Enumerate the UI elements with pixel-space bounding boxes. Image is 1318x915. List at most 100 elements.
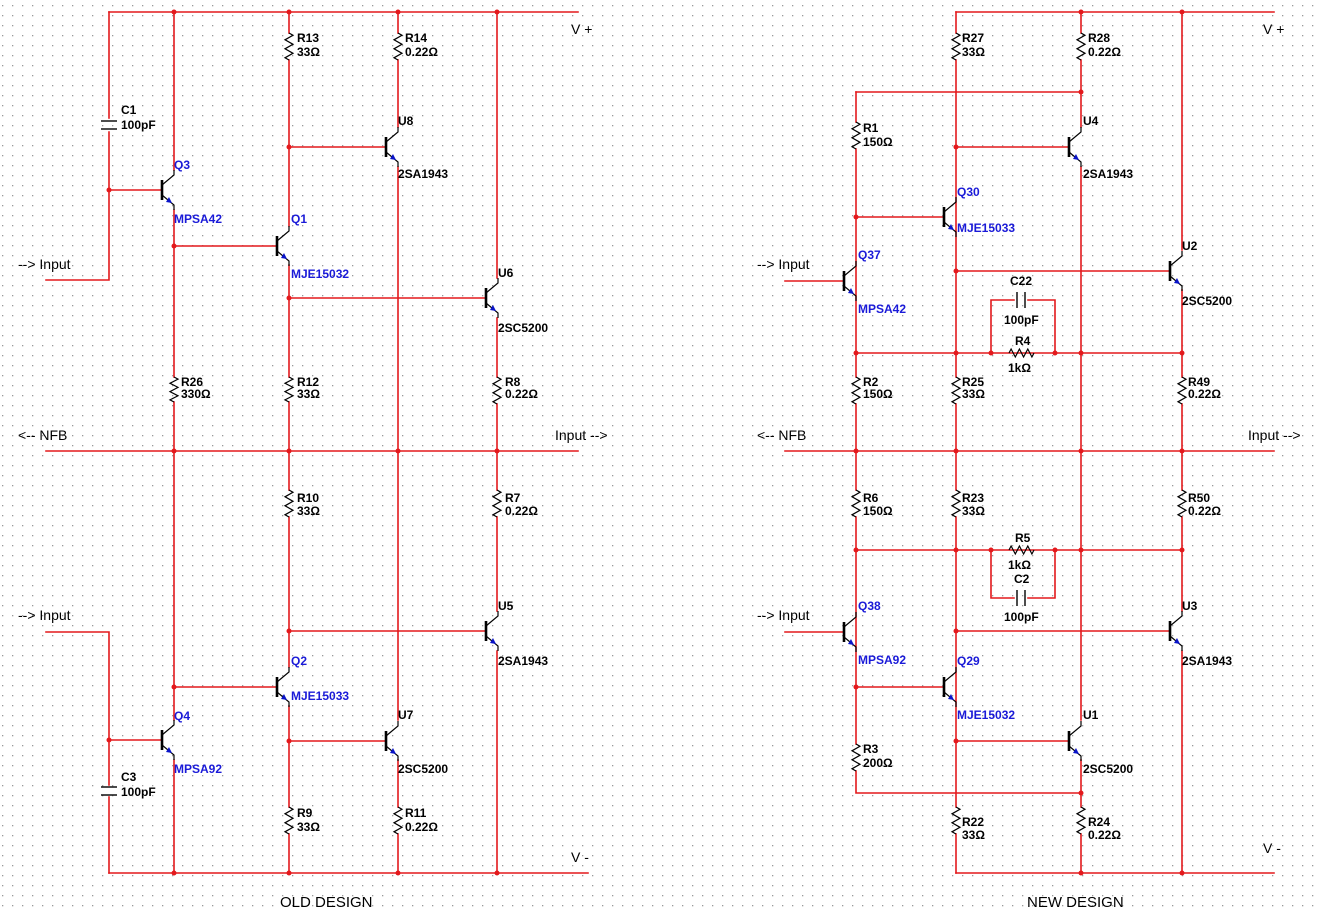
r49-ref: R49 xyxy=(1188,375,1210,389)
u1-part: 2SC5200 xyxy=(1083,762,1133,776)
r3-value: 200Ω xyxy=(863,756,893,770)
transistor-q1 xyxy=(275,226,290,266)
r3-ref: R3 xyxy=(863,742,879,756)
q4-ref: Q4 xyxy=(174,709,190,723)
r1-ref: R1 xyxy=(863,121,879,135)
u4-ref: U4 xyxy=(1083,114,1099,128)
c3-value: 100pF xyxy=(121,785,156,799)
q4-part: MPSA92 xyxy=(174,762,222,776)
resistor-r22 xyxy=(950,806,962,835)
q29-part: MJE15032 xyxy=(957,708,1015,722)
r27-value: 33Ω xyxy=(962,45,985,59)
u5-part: 2SA1943 xyxy=(498,654,548,668)
r4-ref: R4 xyxy=(1015,334,1031,348)
r22-value: 33Ω xyxy=(962,828,985,842)
transistor-q4 xyxy=(160,720,175,760)
transistor-u4 xyxy=(1067,127,1082,167)
resistor-r9 xyxy=(283,806,295,835)
old-rail-pos-label: V + xyxy=(571,21,592,37)
new-input-bottom-label: --> Input xyxy=(757,607,810,623)
r2-ref: R2 xyxy=(863,375,879,389)
r5-value: 1kΩ xyxy=(1008,558,1031,572)
r50-value: 0.22Ω xyxy=(1188,504,1221,518)
u8-part: 2SA1943 xyxy=(398,167,448,181)
resistor-r8 xyxy=(491,376,503,405)
r1-value: 150Ω xyxy=(863,135,893,149)
r7-ref: R7 xyxy=(505,491,521,505)
r6-value: 150Ω xyxy=(863,504,893,518)
q3-part: MPSA42 xyxy=(174,212,222,226)
u1-ref: U1 xyxy=(1083,708,1099,722)
c1-value: 100pF xyxy=(121,118,156,132)
r9-value: 33Ω xyxy=(297,820,320,834)
resistor-r26 xyxy=(168,376,180,403)
r23-value: 33Ω xyxy=(962,504,985,518)
r6-ref: R6 xyxy=(863,491,879,505)
transistor-q37 xyxy=(842,261,857,301)
r13-value: 33Ω xyxy=(297,45,320,59)
transistor-q3 xyxy=(160,170,175,210)
r5-ref: R5 xyxy=(1015,531,1031,545)
transistor-u5 xyxy=(484,611,499,651)
c2-value: 100pF xyxy=(1004,610,1039,624)
c1-ref: C1 xyxy=(121,103,137,117)
capacitor-c3 xyxy=(101,786,117,796)
q2-part: MJE15033 xyxy=(291,689,349,703)
q2-ref: Q2 xyxy=(291,654,307,668)
old-design-wires xyxy=(45,11,589,874)
resistor-r11 xyxy=(392,806,404,835)
resistor-r24 xyxy=(1075,806,1087,835)
r12-value: 33Ω xyxy=(297,387,320,401)
new-design-junctions xyxy=(853,9,1185,876)
q1-ref: Q1 xyxy=(291,212,307,226)
resistor-r49 xyxy=(1176,376,1188,405)
resistor-r23 xyxy=(950,489,962,518)
r25-value: 33Ω xyxy=(962,387,985,401)
r8-value: 0.22Ω xyxy=(505,387,538,401)
r24-value: 0.22Ω xyxy=(1088,828,1121,842)
r11-ref: R11 xyxy=(405,806,427,820)
resistor-r1 xyxy=(850,121,862,150)
r10-value: 33Ω xyxy=(297,504,320,518)
u4-part: 2SA1943 xyxy=(1083,167,1133,181)
capacitor-c2 xyxy=(1016,590,1026,606)
r4-value: 1kΩ xyxy=(1008,361,1031,375)
capacitor-c22 xyxy=(1016,292,1026,308)
resistor-r10 xyxy=(283,489,295,518)
c2-ref: C2 xyxy=(1014,572,1030,586)
r2-value: 150Ω xyxy=(863,387,893,401)
transistor-u7 xyxy=(384,721,399,761)
old-output-label: Input --> xyxy=(555,427,608,443)
new-design-wires xyxy=(784,11,1275,874)
r11-value: 0.22Ω xyxy=(405,820,438,834)
r14-ref: R14 xyxy=(405,31,427,45)
u6-ref: U6 xyxy=(498,266,514,280)
u3-ref: U3 xyxy=(1182,599,1198,613)
c3-ref: C3 xyxy=(121,770,137,784)
c22-ref: C22 xyxy=(1010,274,1032,288)
resistor-r4 xyxy=(1008,347,1035,359)
old-design-junctions xyxy=(106,9,500,876)
c22-value: 100pF xyxy=(1004,313,1039,327)
resistor-r14 xyxy=(392,32,404,61)
u2-part: 2SC5200 xyxy=(1182,294,1232,308)
q30-ref: Q30 xyxy=(957,185,980,199)
transistor-u2 xyxy=(1168,251,1183,291)
new-rail-pos-label: V + xyxy=(1263,21,1284,37)
old-input-bottom-label: --> Input xyxy=(18,607,71,623)
old-nfb-label: <-- NFB xyxy=(18,427,67,443)
transistor-u3 xyxy=(1168,611,1183,651)
new-input-top-label: --> Input xyxy=(757,256,810,272)
r28-value: 0.22Ω xyxy=(1088,45,1121,59)
new-nfb-label: <-- NFB xyxy=(757,427,806,443)
resistor-r5 xyxy=(1008,544,1035,556)
resistor-r6 xyxy=(850,489,862,518)
q38-ref: Q38 xyxy=(858,599,881,613)
capacitor-c1 xyxy=(101,120,117,130)
r9-ref: R9 xyxy=(297,806,313,820)
resistor-r3 xyxy=(850,743,862,772)
u8-ref: U8 xyxy=(398,114,414,128)
u6-part: 2SC5200 xyxy=(498,321,548,335)
transistor-u8 xyxy=(384,127,399,167)
r25-ref: R25 xyxy=(962,375,984,389)
